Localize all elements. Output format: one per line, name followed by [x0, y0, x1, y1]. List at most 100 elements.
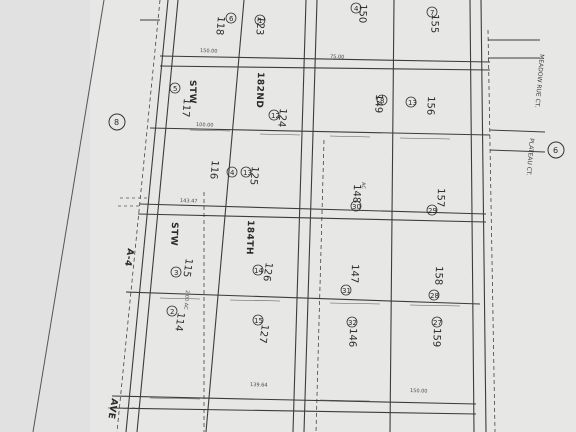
lot-126-parcel: 14 [254, 267, 263, 275]
lot-118-number: 118 [213, 16, 226, 36]
lot-127: 127 15 [252, 314, 270, 344]
lot-156-number: 156 [424, 96, 436, 115]
dimension-4: AC [360, 182, 366, 190]
lot-149-parcel: 8 [380, 97, 384, 105]
dimension-labels: 150.00 75.00 100.00 AC 143.47 2.00 AC 13… [180, 48, 428, 395]
lot-line-col3 [389, 0, 395, 432]
easement-west [116, 0, 161, 432]
dimension-2: 75.00 [330, 54, 345, 60]
lot-118-parcel: 6 [229, 15, 234, 23]
street-182nd-south-edge [159, 65, 491, 71]
lot-115-parcel: 3 [174, 269, 178, 277]
lot-127-parcel: 15 [254, 317, 263, 325]
plateau-stub-top [489, 129, 546, 133]
lot-line-row2 [149, 127, 491, 136]
street-edge-center-b [303, 0, 318, 432]
map-circle-left: 8 [108, 113, 126, 131]
street-edge-west-a [125, 0, 169, 432]
street-edge-east-a [469, 0, 475, 432]
street-label-182nd: 182ND [254, 72, 265, 109]
lot-147-parcel: 31 [342, 287, 351, 295]
plateau-stub-bottom [489, 149, 546, 153]
lot-155-number: 155 [428, 14, 440, 33]
map-circle-right: 6 [547, 141, 565, 159]
left-boundary-line [32, 0, 105, 432]
lot-157-parcel: 29 [428, 207, 437, 215]
lot-149: 149 8 [372, 94, 388, 113]
lot-150-parcel: 4 [354, 5, 359, 13]
lot-124: 124 12 [268, 108, 288, 128]
dimension-6: 2.00 AC [182, 290, 190, 311]
lot-123-parcel: 1 [258, 17, 262, 25]
lot-148: 148 30 [350, 184, 362, 212]
dimension-8: 150.00 [410, 388, 428, 395]
lot-159-number: 159 [430, 328, 442, 347]
lot-146-parcel: 32 [348, 319, 357, 327]
dimension-7: 139.64 [250, 382, 268, 389]
street-edge-center-a [292, 0, 307, 432]
lot-159: 159 27 [430, 316, 443, 347]
lot-114: 114 2 [166, 305, 186, 332]
lot-147: 147 31 [340, 264, 360, 296]
lot-116: 116 4 [207, 160, 238, 180]
lot-156-parcel: 13 [408, 99, 417, 107]
lot-150: 150 4 [350, 2, 368, 23]
lot-115-number: 115 [180, 258, 194, 278]
lot-157-number: 157 [434, 188, 446, 207]
lot-line-row5b [109, 407, 477, 415]
street-label-ave: AVE [105, 397, 118, 419]
street-edge-east-b [480, 0, 487, 432]
lot-158: 158 28 [428, 266, 444, 301]
dimension-1: 150.00 [200, 48, 218, 55]
lot-118: 118 6 [213, 12, 237, 36]
horizontal-lines [109, 55, 491, 415]
map-circle-right-label: 6 [553, 146, 558, 155]
lot-125-parcel: 13 [243, 169, 252, 177]
lot-116-number: 116 [207, 160, 220, 180]
street-label-meadow-rue: MEADOW RUE CT. [533, 54, 545, 108]
lot-114-number: 114 [172, 312, 186, 332]
lot-123-number: 123 [253, 16, 266, 36]
lot-155-parcel: 7 [430, 9, 434, 17]
street-label-184th: 184TH [244, 220, 255, 255]
lot-156: 156 13 [405, 96, 436, 115]
court-stubs [140, 19, 546, 153]
lot-126-number: 126 [260, 262, 274, 282]
street-184th-south-edge [137, 213, 487, 223]
lot-114-parcel: 2 [170, 308, 174, 316]
lot-159-parcel: 27 [433, 319, 442, 327]
lot-150-number: 150 [356, 4, 368, 23]
street-edge-west-b [136, 0, 179, 432]
lot-line-row5 [111, 395, 477, 405]
lot-147-number: 147 [348, 264, 360, 283]
lot-158-parcel: 28 [430, 292, 439, 300]
lot-158-number: 158 [432, 266, 444, 285]
lot-116-parcel: 4 [230, 169, 235, 177]
lot-146: 146 32 [346, 316, 358, 347]
lot-125: 125 13 [240, 166, 260, 186]
street-labels: STW 182ND STW 184TH MEADOW RUE CT. PLATE… [105, 54, 545, 420]
survey-tick-marks [149, 129, 461, 402]
vertical-lines [125, 0, 487, 432]
lot-155: 155 7 [426, 6, 440, 33]
paper-margin-shade [0, 0, 90, 432]
easement-lines [116, 0, 496, 432]
lot-115: 115 3 [170, 258, 194, 278]
street-label-a4: A-4 [122, 247, 135, 267]
dimension-5: 143.47 [180, 198, 198, 205]
map-circle-left-label: 8 [114, 118, 119, 127]
lot-148-number: 148 [350, 184, 362, 203]
street-182nd-north-edge [159, 55, 491, 63]
street-184th-north-edge [139, 203, 487, 215]
street-label-stw-bottom: STW [168, 222, 179, 246]
dimension-3: 100.00 [196, 122, 214, 129]
lot-148-parcel: 30 [352, 203, 361, 211]
street-label-plateau: PLATEAU CT. [525, 138, 535, 176]
lot-126: 126 14 [252, 262, 274, 282]
lot-127-number: 127 [256, 324, 270, 344]
lot-117: 117 5 [169, 82, 192, 118]
lot-124-parcel: 12 [271, 112, 280, 120]
